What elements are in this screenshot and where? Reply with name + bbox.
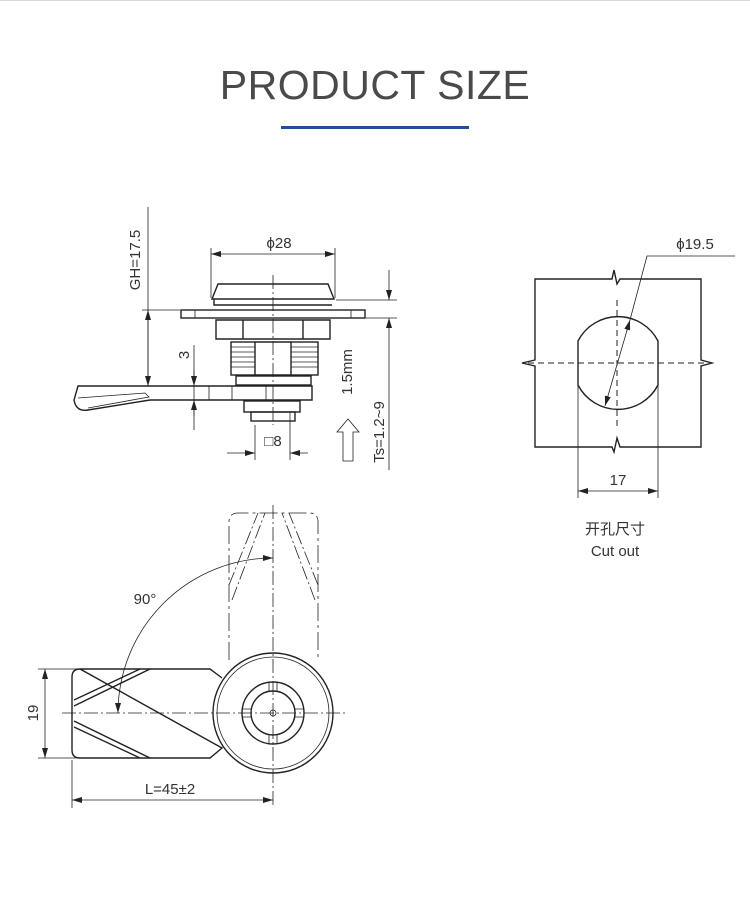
dim-flat-17: 17 xyxy=(610,472,627,489)
thread-left xyxy=(230,341,256,376)
title-underline xyxy=(281,126,469,129)
hex-nut xyxy=(215,319,331,340)
top-divider xyxy=(0,0,750,1)
dim-width-19: 19 xyxy=(25,705,42,722)
cam-front xyxy=(71,668,224,759)
cutout-caption-en: Cut out xyxy=(591,543,640,560)
thread-right xyxy=(290,341,319,376)
dim-angle-90: 90° xyxy=(134,591,157,608)
front-view: 90° 19 L=45±2 xyxy=(25,505,345,808)
dim-cam-thickness: 3 xyxy=(176,351,193,359)
side-view: ϕ28 GH=17.5 3 □8 1.5mm Ts=1.2~9 xyxy=(73,207,397,470)
dim-gh: GH=17.5 xyxy=(127,230,144,290)
lock-cap xyxy=(210,283,336,306)
panel-outline xyxy=(521,269,715,455)
cam-side xyxy=(73,385,313,411)
collar xyxy=(235,375,312,386)
square-shaft xyxy=(243,400,301,413)
dim-ts: Ts=1.2~9 xyxy=(371,401,388,463)
cutout-caption-cn: 开孔尺寸 xyxy=(585,520,645,538)
cutout-view: 17 ϕ19.5 开孔尺寸 Cut out xyxy=(521,236,735,560)
page-title: PRODUCT SIZE xyxy=(219,62,531,108)
dim-diameter-19-5: ϕ19.5 xyxy=(676,236,714,253)
dim-panel-thickness: 1.5mm xyxy=(339,349,356,395)
arrow-up-icon xyxy=(336,418,360,462)
rotation-arc xyxy=(115,555,274,714)
dim-square-8: □8 xyxy=(264,433,281,450)
dim-length: L=45±2 xyxy=(145,781,195,798)
dim-diameter-28: ϕ28 xyxy=(266,235,291,252)
